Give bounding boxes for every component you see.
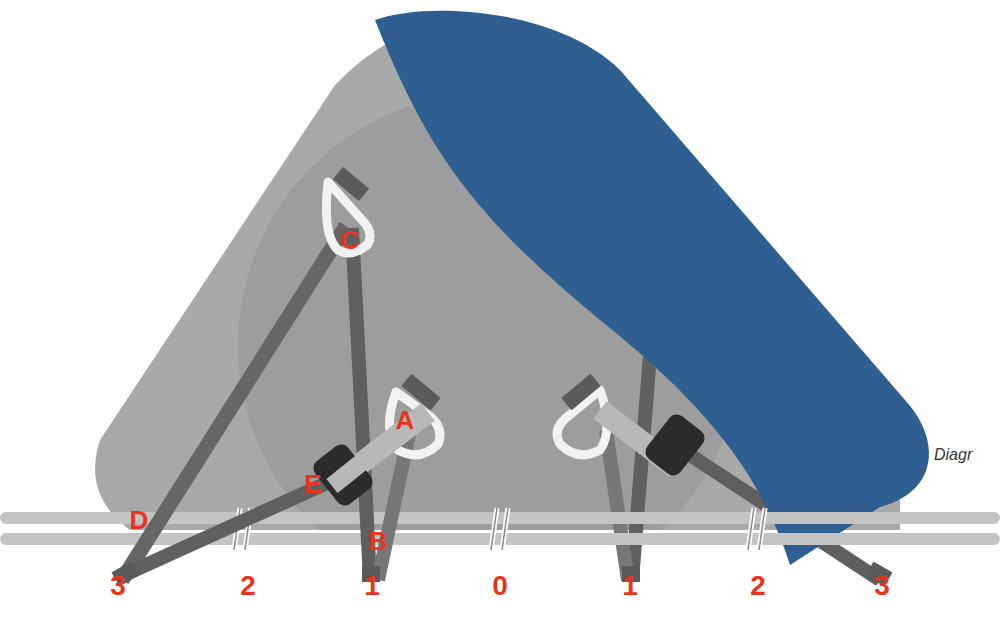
scale-number: 0 (492, 572, 508, 600)
scale-number: 3 (110, 572, 126, 600)
scale-number: 1 (622, 572, 638, 600)
callout-letter: D (130, 507, 149, 533)
callout-letter: B (369, 528, 388, 554)
scale-number: 2 (240, 572, 256, 600)
lower-right-bracket (557, 374, 708, 480)
lower-left-bracket (310, 374, 441, 510)
callout-letter: E (304, 471, 321, 497)
blue-cover (375, 11, 929, 565)
callout-letter: C (341, 227, 360, 253)
scale-number: 3 (874, 572, 890, 600)
caption-note: Diagr (934, 447, 972, 463)
callout-letter: A (396, 407, 415, 433)
scale-number: 2 (750, 572, 766, 600)
scale-number: 1 (364, 572, 380, 600)
left-struts (111, 226, 892, 586)
upper-bracket (326, 167, 370, 253)
